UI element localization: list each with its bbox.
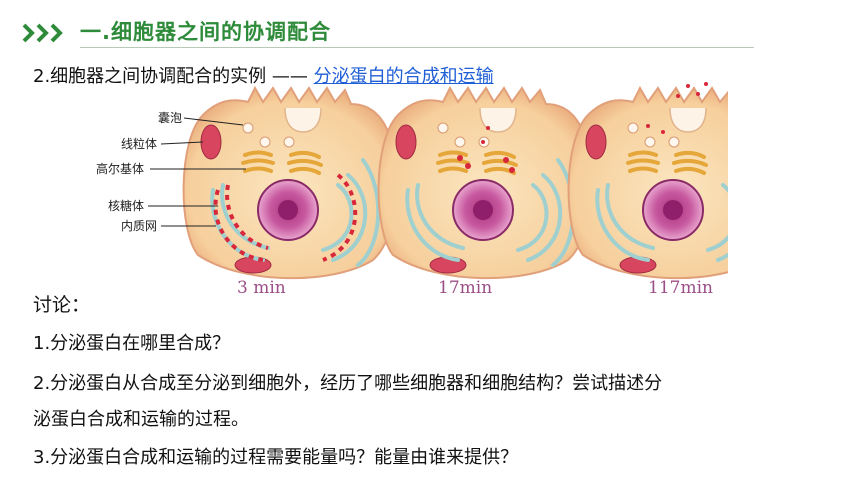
time-label-117min: 117min	[648, 278, 713, 298]
example-heading: 2.细胞器之间协调配合的实例 —— 分泌蛋白的合成和运输	[33, 62, 494, 88]
example-lead: 2.细胞器之间协调配合的实例	[33, 66, 267, 87]
time-label-3min: 3 min	[237, 278, 286, 298]
question-3: 3.分泌蛋白合成和运输的过程需要能量吗？能量由谁来提供？	[33, 447, 519, 468]
label-er: 内质网	[121, 219, 157, 233]
chevrons-icon	[22, 23, 63, 43]
cell-17min	[376, 86, 594, 280]
label-golgi: 高尔基体	[96, 161, 144, 176]
label-mitochondrion: 线粒体	[121, 136, 157, 151]
secretory-protein-link[interactable]: 分泌蛋白的合成和运输	[313, 66, 494, 87]
label-ribosome: 核糖体	[108, 198, 144, 213]
section-title: 一.细胞器之间的协调配合	[80, 20, 331, 44]
cell-diagram-figure: 囊泡 线粒体 高尔基体 核糖体 内质网	[96, 82, 728, 280]
question-1: 1.分泌蛋白在哪里合成？	[33, 333, 231, 354]
example-dash: ——	[271, 66, 308, 87]
label-vesicle: 囊泡	[158, 110, 182, 125]
header-divider	[80, 47, 754, 48]
discussion-heading: 讨论：	[33, 294, 91, 316]
question-2-line-1: 2.分泌蛋白从合成至分泌到细胞外，经历了哪些细胞器和细胞结构？尝试描述分	[33, 373, 663, 394]
cell-117min	[566, 82, 728, 280]
cell-3min	[181, 86, 399, 280]
time-label-17min: 17min	[438, 278, 493, 298]
question-2-line-2: 泌蛋白合成和运输的过程。	[33, 409, 249, 430]
